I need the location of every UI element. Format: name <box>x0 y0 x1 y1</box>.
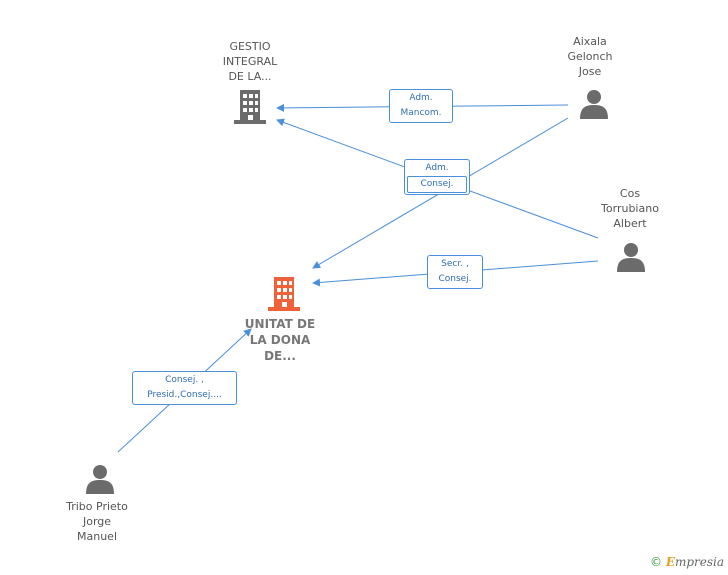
aixala-line-3: Jose <box>578 65 602 78</box>
gestio-line-1: GESTIO <box>229 40 271 53</box>
adm-consej-line-1: Adm. <box>425 163 449 173</box>
person-icon[interactable] <box>617 242 645 272</box>
gestio-line-2: INTEGRAL <box>222 55 278 68</box>
tribo-line-2: Jorge <box>82 515 112 528</box>
brand-rest: mpresia <box>674 555 725 569</box>
edge-label-adm-mancom[interactable]: Adm. Mancom. <box>389 89 453 123</box>
cos-line-3: Albert <box>613 217 647 230</box>
company-label-gestio[interactable]: GESTIO INTEGRAL DE LA... <box>205 39 295 84</box>
adm-consej-line-2: Consej. <box>407 176 467 193</box>
tribo-line-1: Tribo Prieto <box>66 500 128 513</box>
person-label-aixala[interactable]: Aixala Gelonch Jose <box>550 34 630 79</box>
edge-label-consej-presid[interactable]: Consej. , Presid.,Consej.... <box>132 371 237 405</box>
adm-mancom-line-1: Adm. <box>409 93 433 103</box>
aixala-line-2: Gelonch <box>567 50 613 63</box>
brand-initial: E <box>665 555 675 569</box>
building-icon-main[interactable] <box>268 277 300 311</box>
secr-consej-line-1: Secr. , <box>441 259 469 269</box>
adm-mancom-line-2: Mancom. <box>400 108 442 118</box>
person-icon[interactable] <box>580 89 608 119</box>
copyright-footer: © Empresia <box>650 555 724 569</box>
person-label-cos[interactable]: Cos Torrubiano Albert <box>585 186 675 231</box>
person-label-tribo[interactable]: Tribo Prieto Jorge Manuel <box>52 499 142 544</box>
unitat-line-2: LA DONA <box>249 333 311 347</box>
edge-label-adm-consej[interactable]: Adm. Consej. <box>404 159 470 195</box>
consej-presid-line-2: Presid.,Consej.... <box>147 390 222 400</box>
edge-label-secr-consej[interactable]: Secr. , Consej. <box>427 255 483 289</box>
tribo-line-3: Manuel <box>77 530 117 543</box>
cos-line-2: Torrubiano <box>601 202 659 215</box>
cos-line-1: Cos <box>619 187 641 200</box>
unitat-line-1: UNITAT DE <box>244 317 316 331</box>
gestio-line-3: DE LA... <box>228 70 272 83</box>
aixala-line-1: Aixala <box>573 35 607 48</box>
building-icon[interactable] <box>234 90 266 124</box>
person-icon[interactable] <box>86 464 114 494</box>
consej-presid-line-1: Consej. , <box>165 375 204 385</box>
unitat-line-3: DE... <box>264 349 296 363</box>
company-label-unitat[interactable]: UNITAT DE LA DONA DE... <box>230 316 330 364</box>
copyright-icon: © <box>650 555 662 569</box>
empresia-logo: Empresia <box>666 555 724 569</box>
secr-consej-line-2: Consej. <box>438 274 472 284</box>
